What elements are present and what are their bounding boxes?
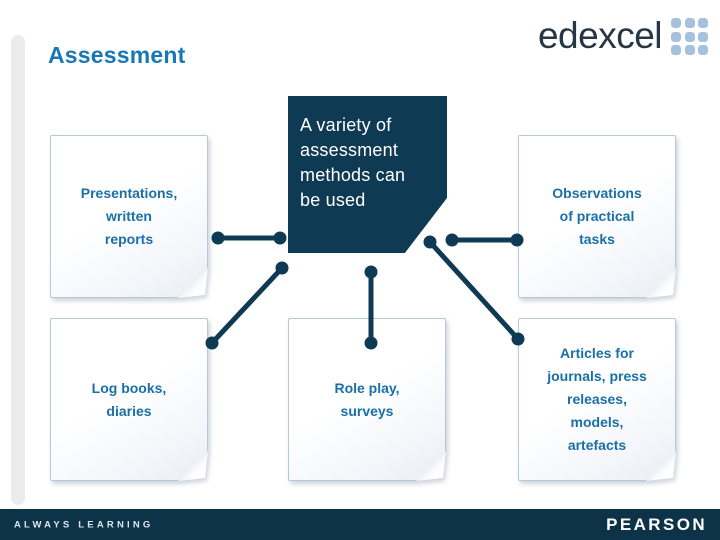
note-roleplay: Role play, surveys [288, 318, 446, 481]
logo-grid-square [698, 31, 708, 42]
footer-bar: ALWAYS LEARNING PEARSON [0, 509, 720, 540]
note-label: Role play, surveys [334, 379, 400, 419]
center-statement-label: A variety of assessment methods can be u… [300, 115, 406, 210]
note-observations: Observations of practical tasks [518, 135, 676, 298]
logo-grid-square [684, 45, 695, 55]
connector-endpoint-dot [273, 231, 287, 245]
connector-logbooks [210, 266, 284, 345]
logo-grid-square [671, 18, 681, 28]
center-statement-box: A variety of assessment methods can be u… [288, 96, 447, 253]
note-logbooks: Log books, diaries [50, 318, 208, 481]
edexcel-logo-grid-icon [671, 18, 708, 55]
connector-endpoint-dot [364, 265, 378, 279]
note-articles: Articles for journals, press releases, m… [518, 318, 676, 481]
logo-grid-square [698, 45, 708, 55]
connector-endpoint-dot [423, 235, 437, 249]
connector-endpoint-dot [275, 261, 289, 275]
note-presentations: Presentations, written reports [50, 135, 208, 298]
note-label: Observations of practical tasks [552, 185, 642, 247]
note-label: Articles for journals, press releases, m… [547, 345, 647, 453]
logo-grid-square [684, 18, 695, 28]
logo-grid-square [684, 31, 695, 42]
edexcel-logo: edexcel [538, 16, 708, 55]
pearson-logo: PEARSON [606, 514, 707, 534]
connector-endpoint-dot [211, 231, 225, 245]
left-accent-bar [11, 35, 25, 505]
footer-tagline: ALWAYS LEARNING [14, 519, 154, 530]
slide-title: Assessment [48, 42, 186, 68]
note-label: Presentations, written reports [80, 185, 178, 247]
logo-grid-square [698, 18, 708, 28]
logo-grid-square [671, 31, 681, 42]
note-label: Log books, diaries [91, 379, 167, 419]
connector-endpoint-dot [445, 233, 459, 247]
edexcel-logo-text: edexcel [537, 15, 663, 56]
logo-grid-square [671, 45, 681, 55]
